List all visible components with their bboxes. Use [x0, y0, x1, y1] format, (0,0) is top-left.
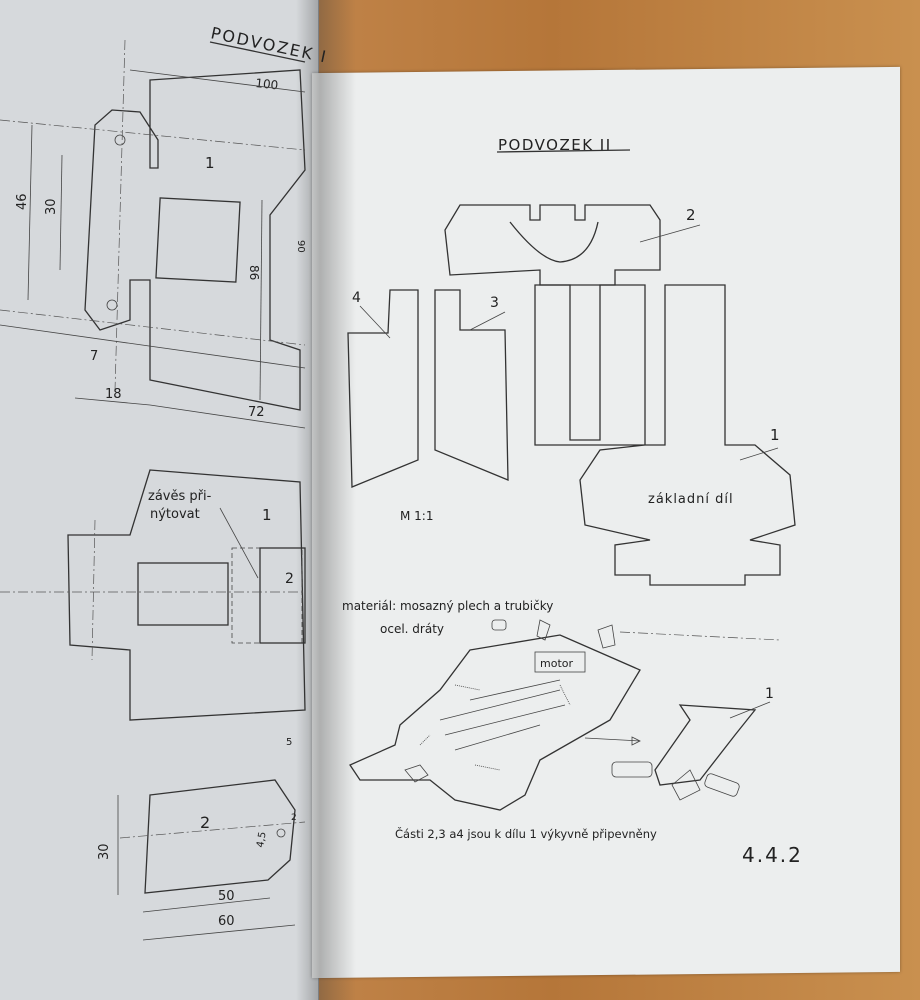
part3-outline	[434, 289, 509, 481]
dim-5: 5	[286, 737, 292, 748]
dim-18: 18	[105, 387, 122, 402]
centerline-3	[114, 39, 126, 391]
hinge-leader	[219, 507, 259, 579]
scale-label: M 1:1	[400, 509, 433, 523]
dim-30: 30	[44, 198, 59, 215]
dim-7: 7	[90, 349, 98, 364]
assembly-part1-label: 1	[765, 686, 774, 702]
dim-line-18	[74, 397, 151, 406]
detail-vertical-centerline	[91, 519, 96, 661]
tube-icon	[491, 619, 507, 631]
part3-label: 3	[490, 295, 499, 311]
axle-centerline	[619, 631, 781, 641]
part1-number: 1	[205, 154, 215, 172]
wires-note: ocel. dráty	[380, 622, 444, 636]
part2-leader	[639, 224, 701, 243]
detail-part2-box	[259, 547, 306, 644]
part1-leader	[739, 447, 779, 461]
part4-label: 4	[352, 290, 361, 306]
motor-label: motor	[540, 657, 573, 670]
hinge-detail-drawing: závěs při- nýtovat 1 2	[0, 469, 306, 721]
footer-note: Části 2,3 a4 jsou k dílu 1 výkyvně připe…	[395, 826, 657, 841]
detail-part2-label: 2	[285, 571, 294, 587]
dim-46: 46	[15, 193, 30, 210]
left-page	[0, 0, 319, 1000]
assembly-sketch: motor 1	[349, 619, 781, 811]
detail-window	[137, 562, 229, 626]
hinge-clip-icon	[671, 769, 701, 801]
part2-centerline	[119, 821, 306, 839]
title-underline	[209, 41, 306, 63]
motor-bracket-right	[597, 624, 616, 649]
page-number: 4.4.2	[742, 843, 803, 867]
dim-60: 60	[218, 914, 235, 929]
centerline-1	[0, 119, 306, 151]
centerline-2	[0, 309, 306, 346]
dim-4-5: 4,5	[255, 831, 269, 849]
dim-line-72	[149, 404, 306, 429]
assembly-part1-leader	[729, 701, 771, 719]
assembly-arrow	[584, 737, 641, 742]
hinge-note-line1: závěs při-	[148, 489, 212, 504]
dim-2: 2	[291, 813, 297, 823]
dim-line-46	[27, 124, 33, 301]
motor-bracket-left	[536, 619, 551, 641]
part2-bracket-outline	[444, 204, 661, 286]
spring-coils	[419, 684, 571, 771]
dim-line-86	[259, 199, 263, 401]
part2-bracket: 2	[444, 204, 701, 286]
part2-bracket-arc	[509, 221, 599, 263]
base-part1-outline	[534, 284, 796, 586]
part2-hole-icon	[276, 828, 286, 838]
part4-outline	[347, 289, 419, 488]
arrow-head-icon	[631, 736, 641, 746]
part2-number: 2	[200, 813, 210, 832]
base-part-label: základní díl	[648, 492, 734, 507]
right-title-underline	[496, 149, 631, 153]
hole-top-icon	[114, 134, 126, 146]
dim-line-60	[142, 924, 296, 941]
dim-72: 72	[248, 405, 265, 420]
dim-86: 86	[247, 265, 261, 280]
spring-wires	[439, 679, 566, 751]
hinge-tube-icon	[611, 761, 653, 778]
part1-detail-outline	[654, 704, 757, 786]
hole-bottom-icon	[106, 299, 118, 311]
loose-tube-icon	[704, 773, 740, 797]
dim-line-30	[59, 154, 63, 271]
part1-drawing: 1 100 46 30 86 90 7 18 72	[0, 39, 306, 429]
part2-outline	[144, 779, 296, 894]
right-page-title: PODVOZEK II	[498, 136, 612, 154]
part1-window	[155, 197, 241, 283]
part1-label: 1	[770, 426, 780, 444]
dim-50: 50	[218, 889, 235, 904]
part1-outline	[84, 69, 306, 411]
material-note: materiál: mosazný plech a trubičky	[342, 599, 553, 613]
chassis-tab	[404, 764, 429, 783]
part2-label: 2	[686, 206, 696, 224]
book-gutter	[296, 0, 356, 1000]
dim-line-100	[129, 69, 306, 93]
part2-drawing: 2 5 30 50 60 4,5 2	[97, 737, 306, 941]
part3-leader	[469, 311, 506, 331]
hinge-note-line2: nýtovat	[150, 507, 200, 522]
dim-90: 90	[295, 240, 306, 253]
part4-leader	[359, 305, 391, 339]
dim-part2-30: 30	[97, 843, 112, 860]
detail-part1-label: 1	[262, 506, 272, 524]
motor-box	[534, 651, 586, 673]
dim-line-50	[142, 897, 271, 913]
assembly-chassis	[349, 634, 641, 811]
dim-line-base	[0, 324, 306, 369]
